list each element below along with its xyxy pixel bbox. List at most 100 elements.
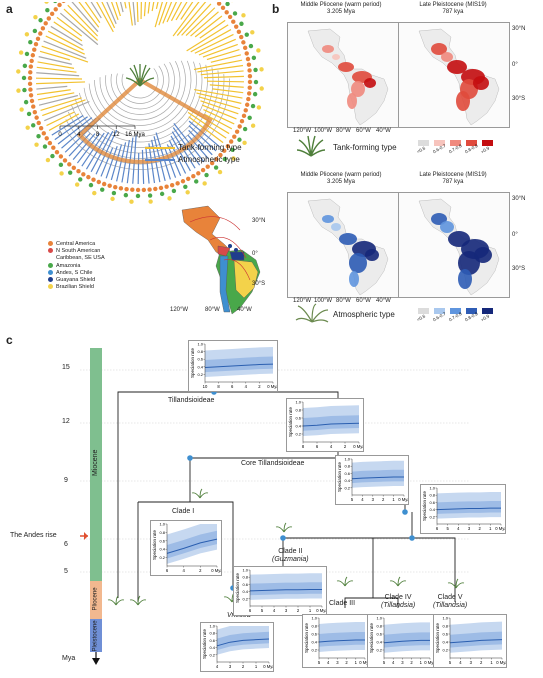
inset-ytick: 0.4 xyxy=(442,640,448,645)
epoch-pleistocene-label: Pleistocene xyxy=(92,620,99,652)
credible-band-inner xyxy=(437,500,501,514)
map-a-lat-30n: 30°N xyxy=(252,218,266,224)
inset-xtick: 5 xyxy=(446,526,449,531)
inset-ytick: 0.4 xyxy=(209,645,215,650)
inset-xtick: 2 xyxy=(345,660,348,665)
inset-ylabel: Speciation rate xyxy=(435,622,440,653)
epoch-miocene-bar xyxy=(90,348,102,581)
credible-band-inner xyxy=(384,632,430,648)
legend-range-label: >0.9 xyxy=(480,313,491,323)
region-legend-item: Caribbean, SE USA xyxy=(48,255,105,262)
inset-ytick: 0.2 xyxy=(197,372,203,377)
region-label: Guayana Shield xyxy=(56,276,96,283)
inset-xtick: 0 Mya xyxy=(263,664,273,669)
landmass xyxy=(307,28,389,126)
epoch-pliocene-bar xyxy=(90,581,102,619)
inset-ytick: 0.8 xyxy=(242,575,248,580)
inset-ytick: 0.6 xyxy=(344,471,350,476)
map-a-lon-80w: 80°W xyxy=(205,307,220,313)
b-tank-left-title: Middle Pliocene (warm period)3.205 Mya xyxy=(300,2,382,15)
inset-ytick: 0.6 xyxy=(429,500,435,505)
age-9: 9 xyxy=(64,477,68,484)
region-label: Caribbean, SE USA xyxy=(56,255,105,262)
b-atmos-type-label: Atmospheric type xyxy=(333,310,395,319)
inset-ytick: 0.2 xyxy=(311,648,317,653)
axis-tick-a: 16 Mya xyxy=(125,132,145,138)
credible-band-inner xyxy=(205,356,273,373)
mean-rate-line xyxy=(436,507,501,511)
inset-ytick: 0.8 xyxy=(442,624,448,629)
b-atmos-lon-80w: 80°W xyxy=(336,298,351,304)
region-legend-item: Central America xyxy=(48,241,105,248)
inset-xtick: 3 xyxy=(372,497,375,502)
region-dot-icon xyxy=(48,269,53,275)
region-label: Brazilian Shield xyxy=(56,284,94,291)
inset-xtick: 2 xyxy=(258,384,261,389)
b-tank-lat-30n: 30°N xyxy=(512,26,526,32)
axis-tick-a: 0 xyxy=(58,132,62,138)
inset-ytick: 0.4 xyxy=(344,478,350,483)
legend-range-label: >0.9 xyxy=(480,145,491,155)
inset-xtick: 5 xyxy=(383,660,386,665)
b-atmos-lon-100w: 100°W xyxy=(314,298,333,304)
label-clade5: Clade V(Tillandsia) xyxy=(433,594,468,610)
inset-ytick: 1.0 xyxy=(209,624,215,629)
inset-xtick: 0 Mya xyxy=(398,497,408,502)
b-atmos-map-pleistocene xyxy=(398,192,510,298)
inset-xtick: 1 xyxy=(255,664,258,669)
legend-swatch xyxy=(482,308,493,314)
inset-ytick: 0.4 xyxy=(159,547,165,552)
inset-xtick: 3 xyxy=(401,660,404,665)
andes-rise-label: The Andes rise xyxy=(10,532,57,539)
panel-a-letter: a xyxy=(6,2,13,16)
b-atmos-lat-0: 0° xyxy=(512,232,518,238)
inset-ytick: 1.0 xyxy=(242,568,248,573)
region-dot-icon xyxy=(48,241,53,247)
inset-ytick: 1.0 xyxy=(429,486,435,491)
landmass xyxy=(307,198,389,296)
inset-xtick: 2 xyxy=(480,660,483,665)
region-legend-item: Brazilian Shield xyxy=(48,284,105,291)
inset-ylabel: Speciation rate xyxy=(304,622,309,653)
inset-xtick: 4 xyxy=(327,660,330,665)
region-legend-item: N South American xyxy=(48,248,105,255)
age-5: 5 xyxy=(64,568,68,575)
b-tank-lon-80w: 80°W xyxy=(336,128,351,134)
b-atmos-lat-30s: 30°S xyxy=(512,266,526,272)
label-core: Core Tillandsioideae xyxy=(241,460,305,467)
credible-band-inner xyxy=(450,631,502,648)
inset-xtick: 3 xyxy=(229,664,232,669)
region-label: N South American xyxy=(56,248,101,255)
legend-range-label: <0.6 xyxy=(416,313,427,323)
region-legend-item: Guayana Shield xyxy=(48,277,105,284)
inset-xtick: 2 xyxy=(297,608,300,613)
inset-ytick: 0.8 xyxy=(209,631,215,636)
inset-ytick: 0.8 xyxy=(159,530,165,535)
inset-ytick: 0.8 xyxy=(311,624,317,629)
panel-b-letter: b xyxy=(272,2,280,16)
label-tillandsioideae: Tillandsioideae xyxy=(168,397,215,404)
inset-xtick: 3 xyxy=(468,526,471,531)
inset-xtick: 5 xyxy=(449,660,452,665)
inset-xtick: 4 xyxy=(459,660,462,665)
mean-rate-line xyxy=(204,363,274,369)
legend-swatch xyxy=(434,308,445,314)
credible-band-inner xyxy=(167,530,217,559)
legend-swatch xyxy=(482,140,493,146)
map-a-lat-0: 0° xyxy=(252,251,258,257)
inset-ytick: 0.2 xyxy=(376,648,382,653)
region-dot-icon xyxy=(48,255,53,260)
inset-xtick: 8 xyxy=(302,444,305,449)
mean-rate-line xyxy=(449,639,503,644)
inset-xtick: 0 Mya xyxy=(353,444,363,449)
inset-ytick: 0.6 xyxy=(442,632,448,637)
b-tank-lat-0: 0° xyxy=(512,62,518,68)
